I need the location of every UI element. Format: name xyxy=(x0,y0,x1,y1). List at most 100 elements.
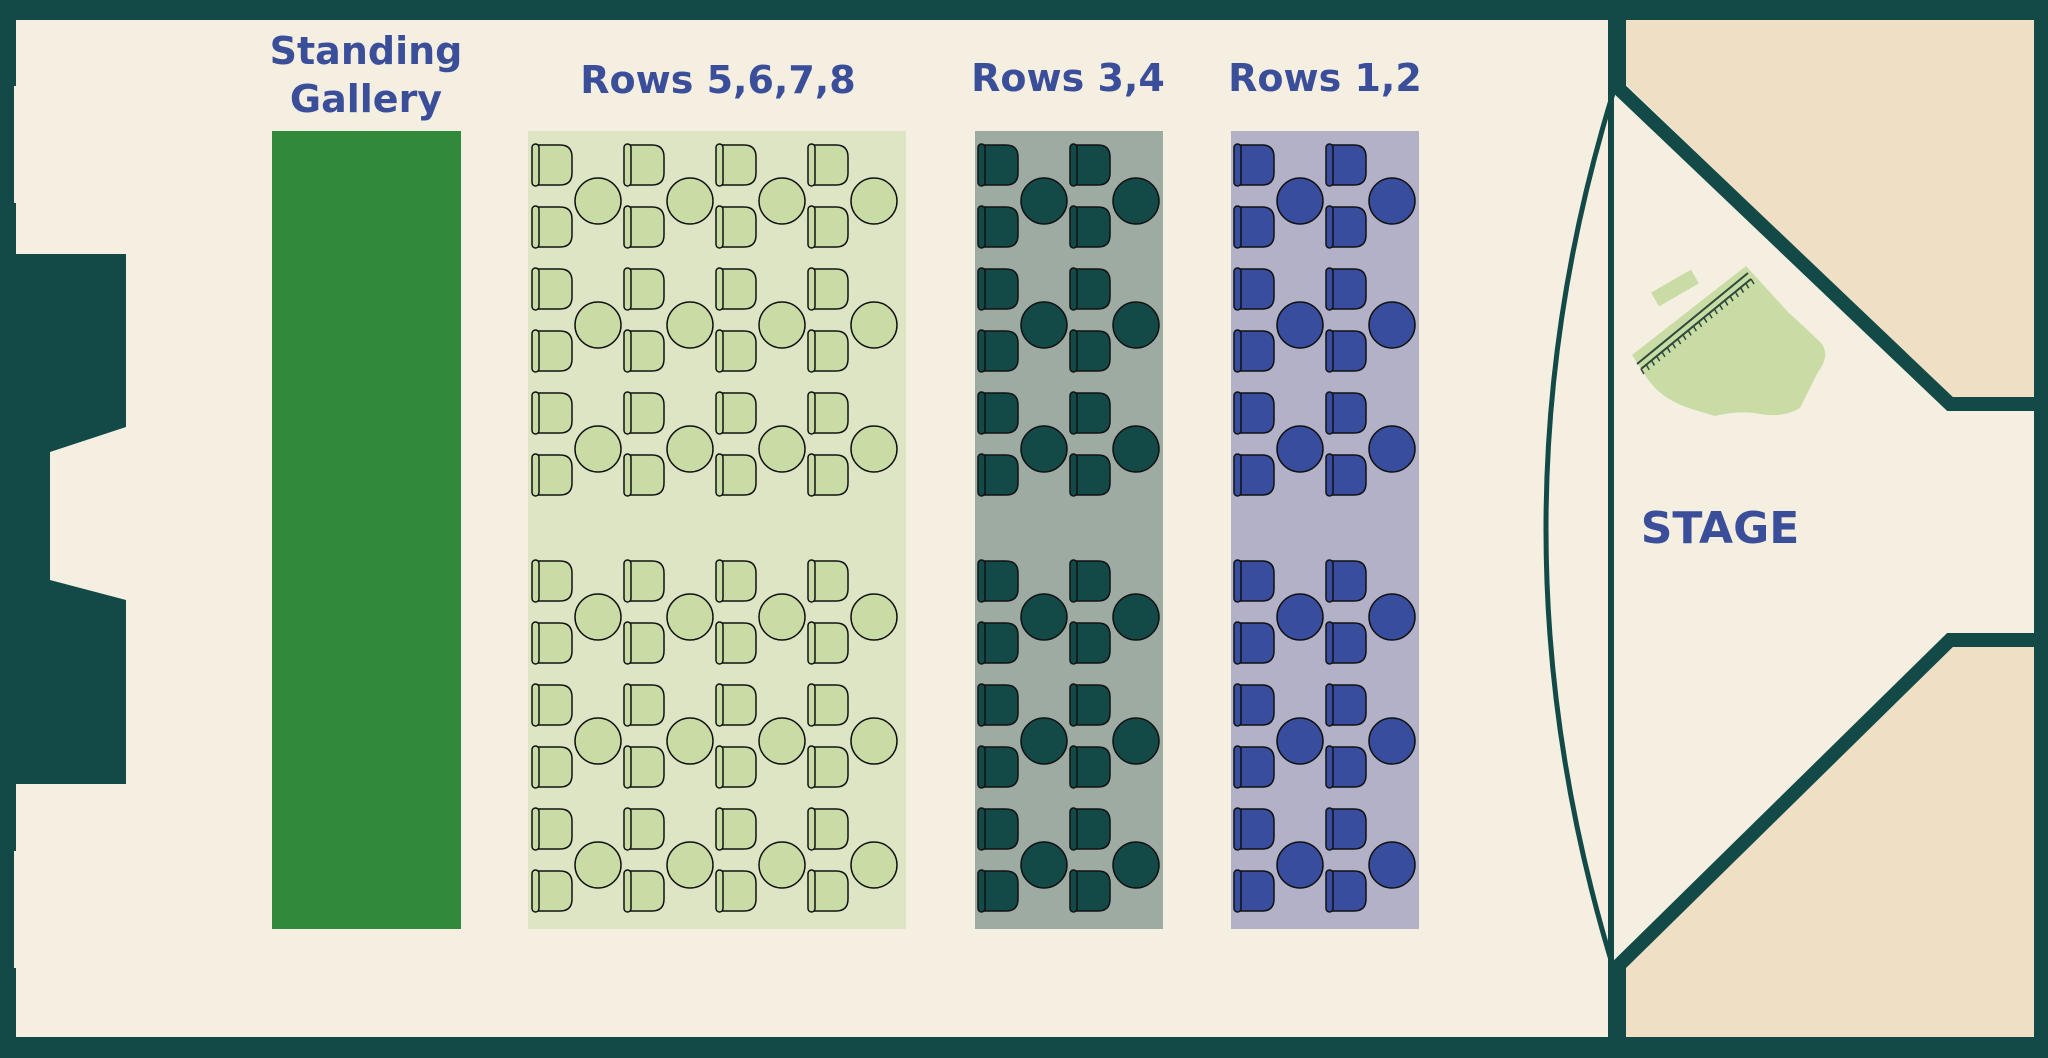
chair[interactable] xyxy=(531,621,573,665)
chair[interactable] xyxy=(1069,267,1111,311)
chair[interactable] xyxy=(1325,807,1367,851)
table[interactable] xyxy=(574,841,622,889)
chair[interactable] xyxy=(715,869,757,913)
table[interactable] xyxy=(574,301,622,349)
chair[interactable] xyxy=(623,391,665,435)
chair[interactable] xyxy=(1325,205,1367,249)
table[interactable] xyxy=(758,425,806,473)
chair[interactable] xyxy=(807,621,849,665)
table[interactable] xyxy=(1112,841,1160,889)
chair[interactable] xyxy=(807,453,849,497)
chair[interactable] xyxy=(1233,143,1275,187)
chair[interactable] xyxy=(531,329,573,373)
table[interactable] xyxy=(1020,841,1068,889)
chair[interactable] xyxy=(1325,869,1367,913)
chair[interactable] xyxy=(623,267,665,311)
table[interactable] xyxy=(850,301,898,349)
table[interactable] xyxy=(666,841,714,889)
chair[interactable] xyxy=(1069,869,1111,913)
chair[interactable] xyxy=(807,807,849,851)
chair[interactable] xyxy=(1325,559,1367,603)
chair[interactable] xyxy=(1069,143,1111,187)
chair[interactable] xyxy=(1233,205,1275,249)
chair[interactable] xyxy=(1069,807,1111,851)
chair[interactable] xyxy=(1325,391,1367,435)
chair[interactable] xyxy=(977,453,1019,497)
chair[interactable] xyxy=(1233,329,1275,373)
table[interactable] xyxy=(850,717,898,765)
table[interactable] xyxy=(758,177,806,225)
table[interactable] xyxy=(1112,177,1160,225)
table[interactable] xyxy=(1020,717,1068,765)
table[interactable] xyxy=(1020,301,1068,349)
chair[interactable] xyxy=(623,205,665,249)
chair[interactable] xyxy=(623,745,665,789)
chair[interactable] xyxy=(1069,683,1111,727)
chair[interactable] xyxy=(807,143,849,187)
chair[interactable] xyxy=(1325,329,1367,373)
chair[interactable] xyxy=(1069,391,1111,435)
chair[interactable] xyxy=(623,683,665,727)
table[interactable] xyxy=(1112,593,1160,641)
table[interactable] xyxy=(574,717,622,765)
table[interactable] xyxy=(1368,841,1416,889)
chair[interactable] xyxy=(807,329,849,373)
chair[interactable] xyxy=(807,391,849,435)
table[interactable] xyxy=(666,425,714,473)
chair[interactable] xyxy=(977,807,1019,851)
chair[interactable] xyxy=(1233,391,1275,435)
chair[interactable] xyxy=(531,807,573,851)
chair[interactable] xyxy=(1233,267,1275,311)
chair[interactable] xyxy=(531,267,573,311)
chair[interactable] xyxy=(715,683,757,727)
chair[interactable] xyxy=(977,205,1019,249)
table[interactable] xyxy=(758,301,806,349)
chair[interactable] xyxy=(977,329,1019,373)
chair[interactable] xyxy=(715,807,757,851)
chair[interactable] xyxy=(715,143,757,187)
chair[interactable] xyxy=(1325,621,1367,665)
chair[interactable] xyxy=(807,683,849,727)
table[interactable] xyxy=(1112,717,1160,765)
chair[interactable] xyxy=(1069,745,1111,789)
table[interactable] xyxy=(1112,425,1160,473)
chair[interactable] xyxy=(623,453,665,497)
table[interactable] xyxy=(1368,177,1416,225)
table[interactable] xyxy=(574,425,622,473)
chair[interactable] xyxy=(623,869,665,913)
chair[interactable] xyxy=(977,143,1019,187)
table[interactable] xyxy=(850,425,898,473)
chair[interactable] xyxy=(1069,205,1111,249)
table[interactable] xyxy=(1276,301,1324,349)
table[interactable] xyxy=(1368,425,1416,473)
chair[interactable] xyxy=(1233,559,1275,603)
chair[interactable] xyxy=(531,745,573,789)
chair[interactable] xyxy=(1325,267,1367,311)
chair[interactable] xyxy=(1233,807,1275,851)
table[interactable] xyxy=(1276,425,1324,473)
chair[interactable] xyxy=(715,205,757,249)
chair[interactable] xyxy=(1233,453,1275,497)
chair[interactable] xyxy=(715,267,757,311)
table[interactable] xyxy=(1020,177,1068,225)
chair[interactable] xyxy=(531,559,573,603)
chair[interactable] xyxy=(715,391,757,435)
chair[interactable] xyxy=(623,329,665,373)
chair[interactable] xyxy=(977,869,1019,913)
chair[interactable] xyxy=(807,559,849,603)
table[interactable] xyxy=(666,593,714,641)
chair[interactable] xyxy=(977,745,1019,789)
chair[interactable] xyxy=(623,143,665,187)
chair[interactable] xyxy=(715,453,757,497)
table[interactable] xyxy=(666,301,714,349)
table[interactable] xyxy=(1276,593,1324,641)
table[interactable] xyxy=(850,177,898,225)
chair[interactable] xyxy=(1233,869,1275,913)
chair[interactable] xyxy=(531,391,573,435)
table[interactable] xyxy=(1276,717,1324,765)
chair[interactable] xyxy=(531,683,573,727)
table[interactable] xyxy=(1112,301,1160,349)
chair[interactable] xyxy=(807,205,849,249)
table[interactable] xyxy=(1276,841,1324,889)
chair[interactable] xyxy=(715,621,757,665)
